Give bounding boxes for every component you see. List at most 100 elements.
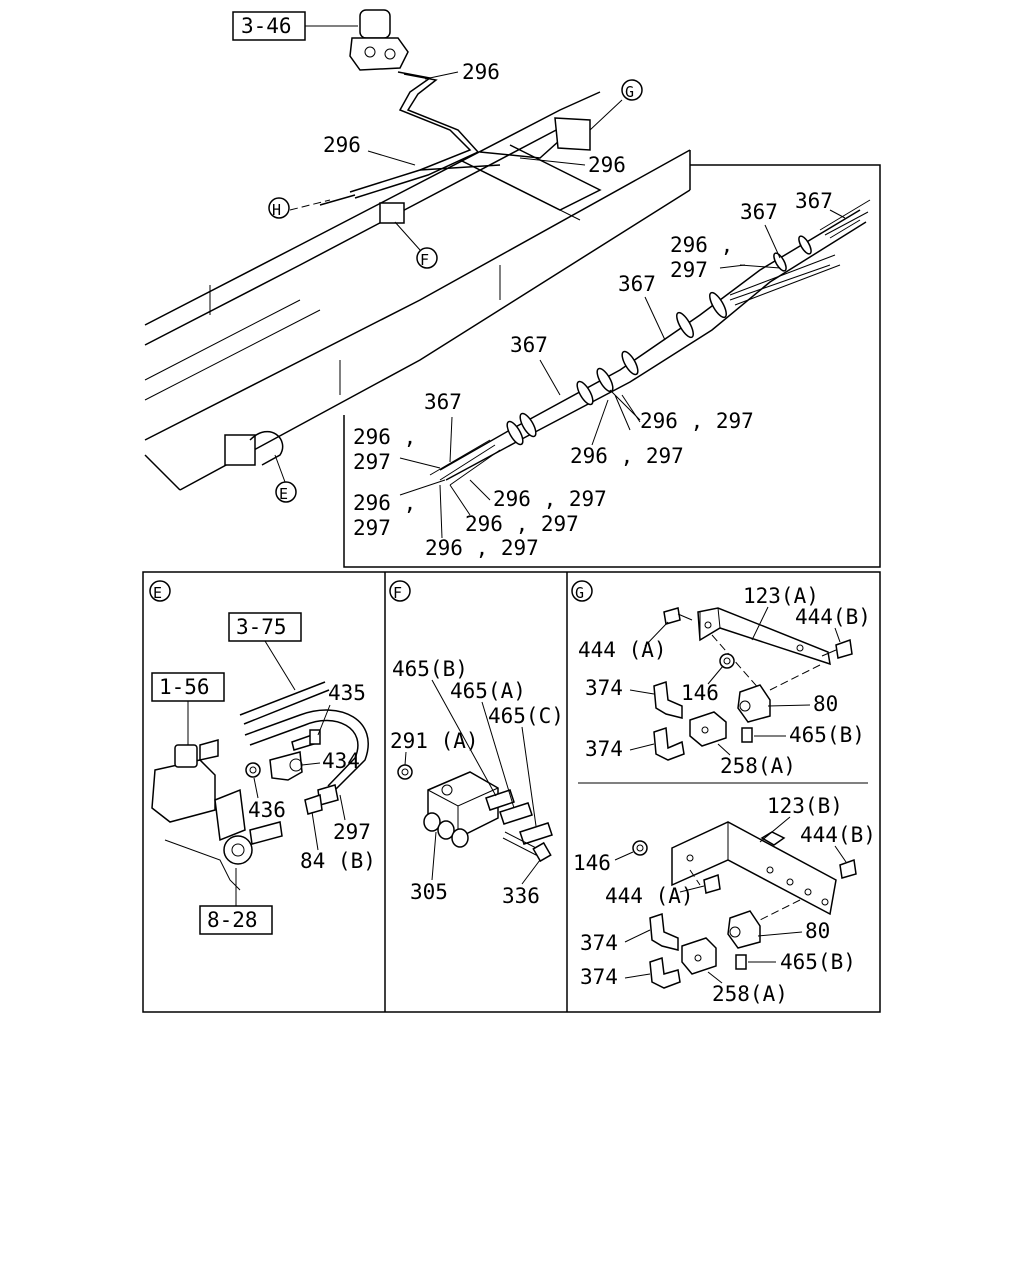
ref-3-46-label: 3-46 [241, 14, 292, 38]
marker-f-panel [389, 580, 411, 602]
label-336: 336 [502, 884, 540, 908]
marker-g-panel [571, 580, 593, 602]
label-296-comma-c: 296 , [353, 491, 416, 515]
label-296-comma-a: 296 , [670, 233, 733, 257]
label-296-297-e: 296 , 297 [425, 536, 539, 560]
label-465b-f: 465(B) [392, 657, 468, 681]
label-367-a: 367 [795, 189, 833, 213]
label-123b: 123(B) [767, 794, 843, 818]
bolt-444b-bottom [839, 858, 857, 879]
label-367-c: 367 [618, 272, 656, 296]
bolt-444a-top [663, 607, 693, 625]
bolt-435 [291, 729, 321, 751]
label-258a-top: 258(A) [720, 754, 796, 778]
fitting-374-bottom-a [649, 912, 679, 951]
label-296-297-d: 296 , 297 [465, 512, 579, 536]
label-374-top-b: 374 [585, 737, 623, 761]
nut-146-top [719, 653, 735, 669]
wire-harness [429, 199, 871, 486]
label-374-bottom-b: 374 [580, 965, 618, 989]
label-465a-f: 465(A) [450, 679, 526, 703]
clip-434 [269, 751, 303, 781]
nut-291a [397, 764, 413, 780]
ref-box-1-56 [151, 672, 225, 702]
label-146-bottom: 146 [573, 851, 611, 875]
chassis-frame [144, 91, 691, 491]
marker-h [268, 197, 290, 219]
marker-e-overview [275, 481, 297, 503]
detail-panels-frame [142, 571, 881, 1013]
valve-assembly-e [151, 739, 283, 891]
marker-e-panel-label: E [153, 584, 162, 602]
marker-g-overview [621, 79, 643, 101]
label-146-top: 146 [681, 681, 719, 705]
fitting-374-top-a [653, 680, 683, 719]
bracket-123a [697, 607, 831, 691]
label-297-b: 297 [353, 450, 391, 474]
label-297-a: 297 [670, 258, 708, 282]
ref-8-28-label: 8-28 [207, 908, 258, 932]
label-297-e: 297 [333, 820, 371, 844]
pipe-297-e [239, 681, 369, 806]
marker-f-panel-label: F [393, 584, 402, 602]
label-465b-bottom: 465(B) [780, 950, 856, 974]
label-444a-top: 444 (A) [578, 638, 667, 662]
plug-465b-bottom [735, 954, 747, 970]
tee-80-bottom [727, 910, 761, 949]
label-374-top-a: 374 [585, 676, 623, 700]
label-434: 434 [322, 749, 360, 773]
label-296-297-a: 296 , 297 [640, 409, 754, 433]
marker-g-overview-label: G [625, 83, 634, 101]
label-296-comma-b: 296 , [353, 425, 416, 449]
ref-1-56-label: 1-56 [159, 675, 210, 699]
label-444b-top: 444(B) [795, 605, 871, 629]
label-367-d: 367 [510, 333, 548, 357]
marker-e-overview-label: E [279, 485, 288, 503]
connector-465a [499, 802, 533, 825]
label-296-297-c: 296 , 297 [493, 487, 607, 511]
block-258a-bottom [681, 937, 717, 975]
label-80-bottom: 80 [805, 919, 830, 943]
label-84b: 84 (B) [300, 849, 376, 873]
tee-80-top [737, 684, 771, 723]
label-367-e: 367 [424, 390, 462, 414]
marker-f-overview-label: F [420, 251, 429, 269]
label-123a: 123(A) [743, 584, 819, 608]
nut-146-bottom [632, 840, 648, 856]
label-465c-f: 465(C) [488, 704, 564, 728]
label-305: 305 [410, 880, 448, 904]
fitting-374-bottom-b [649, 956, 681, 989]
ref-3-75-label: 3-75 [236, 615, 287, 639]
marker-f-overview [416, 247, 438, 269]
plug-465b-top [741, 727, 753, 743]
connector-465c [519, 822, 553, 845]
label-465b-top: 465(B) [789, 723, 865, 747]
marker-g-panel-label: G [575, 584, 584, 602]
label-80-top: 80 [813, 692, 838, 716]
valve-e-location [224, 430, 286, 483]
fitting-374-top-b [653, 726, 685, 761]
bolt-444b-top [821, 638, 853, 659]
bolt-444a-bottom [703, 873, 721, 894]
label-435: 435 [328, 681, 366, 705]
nut-436 [245, 762, 261, 778]
bracket-g-location [554, 99, 623, 151]
label-291a: 291 (A) [390, 729, 479, 753]
marker-h-label: H [272, 201, 281, 219]
block-258a-top [689, 711, 727, 747]
air-dryer [349, 9, 409, 71]
bolt-336 [502, 831, 552, 863]
label-367-b: 367 [740, 200, 778, 224]
pipe-296-run [289, 71, 561, 211]
label-444a-bottom: 444 (A) [605, 884, 694, 908]
harness-panel-border [343, 164, 881, 568]
valve-f-location [379, 202, 421, 251]
bracket-123b [671, 821, 837, 921]
label-444b-bottom: 444(B) [800, 823, 876, 847]
label-296-297-b: 296 , 297 [570, 444, 684, 468]
label-296-top: 296 [462, 60, 500, 84]
label-296-right: 296 [588, 153, 626, 177]
fitting-84b [304, 794, 323, 815]
marker-e-panel [149, 580, 171, 602]
label-297-c: 297 [353, 516, 391, 540]
